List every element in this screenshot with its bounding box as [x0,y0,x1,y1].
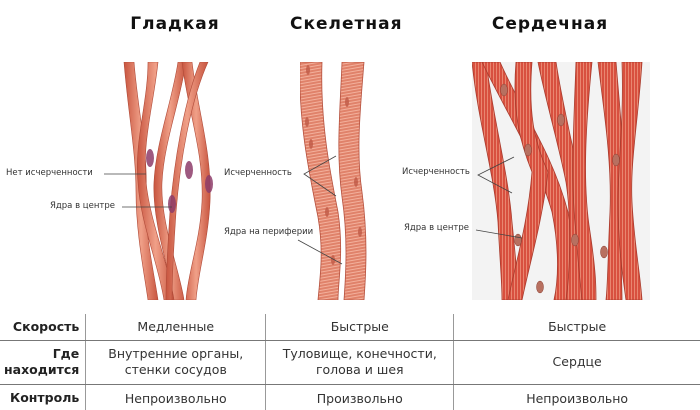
leader-line-smooth-nuclei [122,206,172,208]
cell-location-skeletal-line2: голова и шея [315,362,404,377]
cell-location-cardiac-line1: Сердце [552,354,602,369]
comparison-table: Скорость Медленные Быстрые Быстрые Где н… [0,314,700,410]
leader-line-cardiac-striation [477,156,515,194]
cell-location-skeletal-line1: Туловище, конечности, [282,346,437,361]
row-header-location-line1: Где [52,346,80,361]
leader-line-cardiac-nuclei [475,229,523,239]
row-header-location: Где находится [0,340,86,385]
label-cardiac-nuclei: Ядра в центре [404,223,469,233]
label-no-striation: Нет исчерченности [6,168,93,178]
label-skeletal-striation: Исчерченность [224,168,292,178]
cell-location-smooth-line2: стенки сосудов [124,362,227,377]
label-skeletal-nuclei: Ядра на периферии [224,227,314,237]
cell-control-smooth: Непроизвольно [85,384,266,410]
table-row-control: Контроль Непроизвольно Произвольно Непро… [0,384,700,410]
cell-location-cardiac: Сердце [453,340,700,385]
cell-location-smooth-line1: Внутренние органы, [108,346,244,361]
title-skeletal: Скелетная [290,14,403,34]
table-row-speed: Скорость Медленные Быстрые Быстрые [0,314,700,341]
cell-control-cardiac: Непроизвольно [453,384,700,410]
table-row-location: Где находится Внутренние органы, стенки … [0,340,700,385]
cell-speed-smooth: Медленные [85,314,266,341]
title-smooth: Гладкая [130,14,220,34]
row-header-speed: Скорость [0,314,86,341]
skeletal-muscle-illustration [300,62,367,300]
cell-control-skeletal: Произвольно [265,384,454,410]
leader-line-skeletal-striation [303,155,337,197]
row-header-control: Контроль [9,390,80,406]
title-cardiac: Сердечная [491,14,609,34]
row-header-location-line2: находится [4,362,80,377]
leader-line-skeletal-nuclei [297,239,343,265]
label-cardiac-striation: Исчерченность [402,167,470,177]
smooth-muscle-illustration [123,62,213,300]
cell-speed-cardiac: Быстрые [453,314,700,341]
cell-location-smooth: Внутренние органы, стенки сосудов [85,340,266,385]
cardiac-muscle-illustration [472,62,650,300]
label-smooth-nuclei: Ядра в центре [50,201,115,211]
leader-line-no-striation [104,173,146,175]
cell-location-skeletal: Туловище, конечности, голова и шея [265,340,454,385]
cell-speed-skeletal: Быстрые [265,314,454,341]
